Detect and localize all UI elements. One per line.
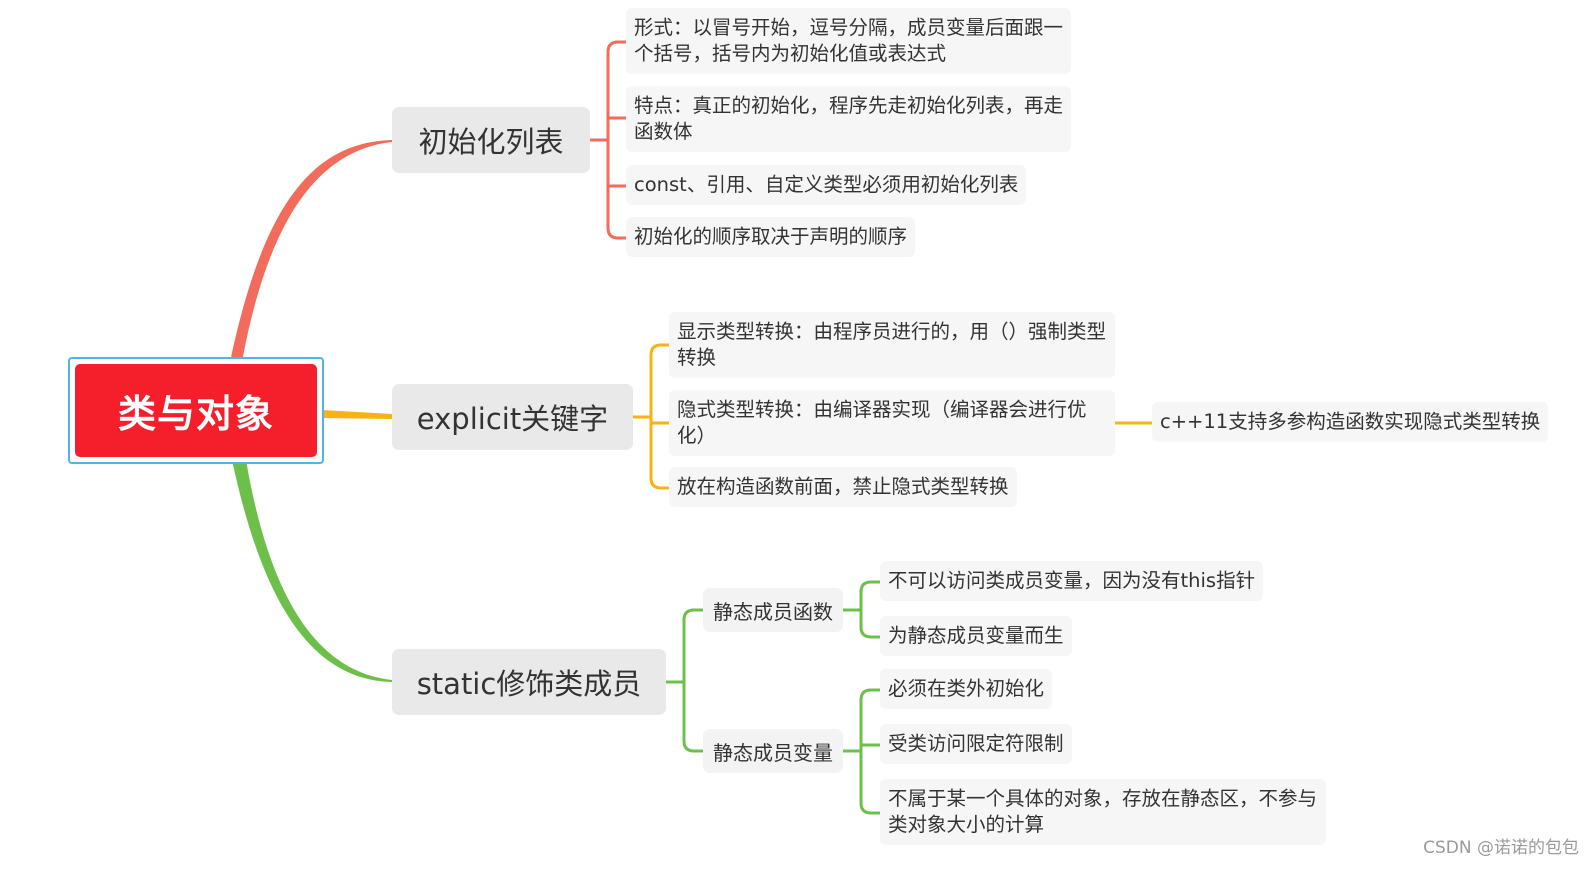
topic-explicit[interactable]: explicit关键字 [392,384,633,450]
root-node[interactable]: 类与对象 [68,357,324,464]
link-root-explicit [322,410,392,419]
subtopic-static-functions[interactable]: 静态成员函数 [703,588,843,632]
explicit-extra-item[interactable]: c++11支持多参构造函数实现隐式类型转换 [1152,402,1549,442]
topic-static-members[interactable]: static修饰类成员 [392,649,666,715]
root-label: 类与对象 [75,364,317,457]
subtopic-static-variables[interactable]: 静态成员变量 [703,729,843,773]
init-list-item-2[interactable]: 特点：真正的初始化，程序先走初始化列表，再走函数体 [626,86,1071,152]
explicit-item-3[interactable]: 放在构造函数前面，禁止隐式类型转换 [669,467,1017,507]
static-variable-item-2[interactable]: 受类访问限定符限制 [880,724,1072,764]
static-function-item-2[interactable]: 为静态成员变量而生 [880,616,1072,656]
static-variable-item-3[interactable]: 不属于某一个具体的对象，存放在静态区，不参与类对象大小的计算 [880,779,1326,845]
init-list-item-1[interactable]: 形式：以冒号开始，逗号分隔，成员变量后面跟一个括号，括号内为初始化值或表达式 [626,8,1071,74]
topic-init-list[interactable]: 初始化列表 [392,107,590,173]
init-list-item-3[interactable]: const、引用、自定义类型必须用初始化列表 [626,165,1027,205]
watermark: CSDN @诺诺的包包 [1423,838,1579,858]
static-variable-item-1[interactable]: 必须在类外初始化 [880,669,1053,709]
link-root-init [230,140,392,362]
link-root-static [232,460,392,682]
explicit-item-1[interactable]: 显示类型转换：由程序员进行的，用（）强制类型转换 [669,312,1115,378]
static-function-item-1[interactable]: 不可以访问类成员变量，因为没有this指针 [880,561,1264,601]
explicit-item-2[interactable]: 隐式类型转换：由编译器实现（编译器会进行优化） [669,390,1115,456]
init-list-item-4[interactable]: 初始化的顺序取决于声明的顺序 [626,217,916,257]
